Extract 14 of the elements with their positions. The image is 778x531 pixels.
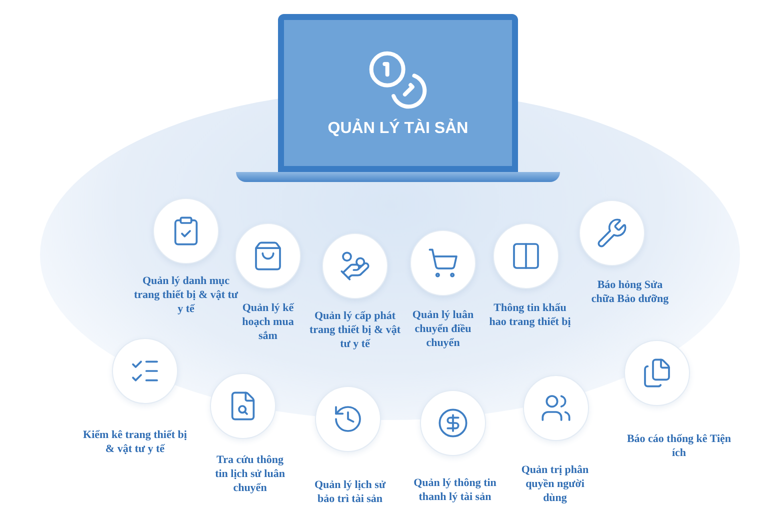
screen-title: QUẢN LÝ TÀI SẢN bbox=[328, 120, 468, 138]
feature-label: Báo hỏng Sửa chữa Bảo dưỡng bbox=[590, 278, 670, 306]
feature-label: Quản lý kế hoạch mua sắm bbox=[241, 301, 296, 343]
feature-label: Quản lý thông tin thanh lý tài sản bbox=[412, 476, 498, 504]
feature-label: Quản lý danh mục trang thiết bị & vật tư y tế bbox=[132, 274, 240, 316]
feature-label: Tra cứu thông tin lịch sử luân chuyển bbox=[214, 453, 286, 495]
feature-label: Thông tin khấu hao trang thiết bị bbox=[488, 301, 572, 329]
laptop-screen bbox=[278, 14, 518, 172]
feature-label: Quản lý lịch sử bảo trì tài sản bbox=[313, 478, 387, 506]
feature-label: Quản lý cấp phát trang thiết bị & vật tư y tế bbox=[309, 309, 401, 351]
feature-label: Quản lý luân chuyển điều chuyển bbox=[411, 308, 475, 350]
feature-label: Báo cáo thống kê Tiện ích bbox=[626, 432, 732, 460]
feature-label: Kiểm kê trang thiết bị & vật tư y tế bbox=[82, 428, 188, 456]
feature-label: Quản trị phân quyền người dùng bbox=[520, 463, 590, 505]
